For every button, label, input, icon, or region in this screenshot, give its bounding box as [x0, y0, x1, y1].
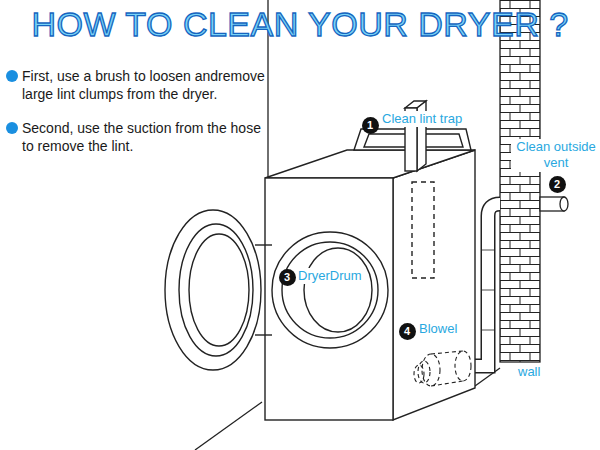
floor-line [195, 402, 262, 450]
brick-wall [500, 0, 540, 362]
callout-number: 4 [404, 326, 410, 337]
drum-opening [272, 232, 388, 348]
blower [414, 365, 424, 383]
blower [422, 354, 440, 386]
dryer-door [189, 234, 249, 346]
door-hinge [255, 334, 272, 335]
bullet-dot [6, 70, 18, 82]
callout-circle: 1 [362, 117, 379, 134]
dryer [165, 101, 475, 420]
callout-number: 3 [284, 272, 290, 283]
door-hinge [255, 244, 272, 245]
drum-opening [282, 242, 378, 338]
part-label: Clean outside vent [511, 139, 600, 172]
lint-trap-slot [412, 182, 434, 278]
drum-inside [304, 248, 372, 332]
instruction-text: Second, use the suction from the hose to… [22, 119, 274, 155]
part-label: wall [516, 364, 542, 380]
hose-rib [482, 250, 494, 330]
part-label: DryerDrum [296, 268, 364, 284]
callout-circle: 2 [549, 176, 566, 193]
vent-hose [466, 197, 568, 366]
blower [414, 351, 471, 386]
dryer-door [165, 210, 261, 370]
blower [431, 351, 463, 386]
part-label: Clean lint trap [380, 111, 464, 127]
callout-circle: 3 [279, 269, 296, 286]
blower [455, 351, 471, 381]
dryer-top [265, 150, 475, 178]
dryer-side [393, 150, 475, 420]
callout-circle: 4 [399, 323, 416, 340]
title: HOW TO CLEAN YOUR DRYER ? [0, 6, 600, 43]
dryer-door [179, 224, 253, 356]
brick-wall [500, 0, 540, 362]
instruction-text: First, use a brush to loosen andremove l… [22, 67, 297, 103]
bullet-dot [6, 122, 18, 134]
callout-number: 2 [554, 179, 560, 190]
callout-number: 1 [367, 120, 373, 131]
dryer-front [265, 178, 393, 420]
part-label: Blowel [417, 321, 459, 337]
bullet-dots [6, 70, 18, 134]
outside-vent [560, 197, 568, 211]
